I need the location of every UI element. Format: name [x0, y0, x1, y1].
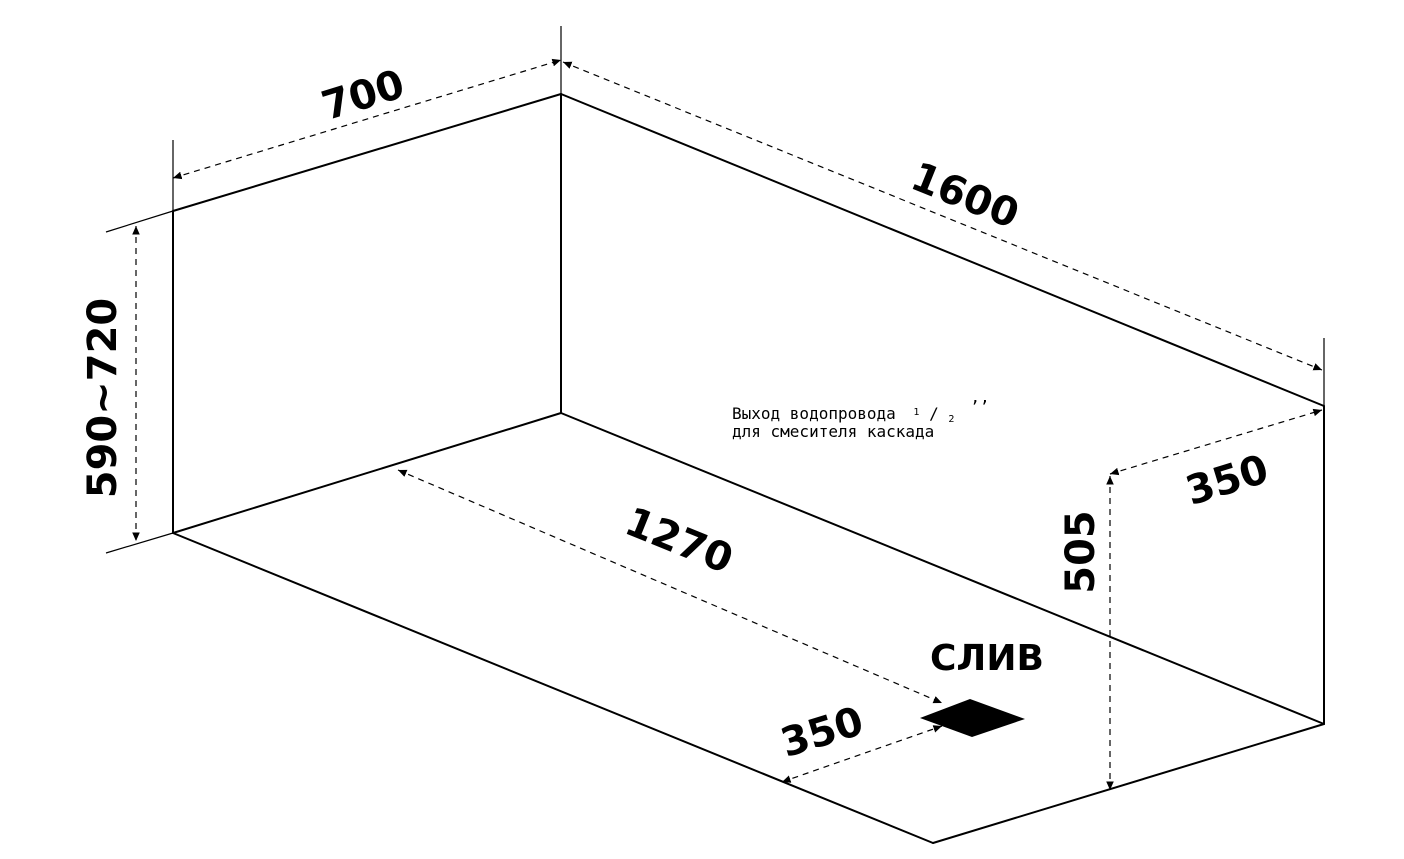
inlet-fraction-slash: /: [929, 404, 939, 423]
dimension-label-505: 505: [1058, 510, 1104, 594]
inlet-note-line2: для смесителя каскада: [732, 422, 934, 441]
water-inlet-note: Выход водопровода 1 / 2 ’’ для смесителя…: [732, 397, 989, 441]
edge-bottom-back-right: [560, 412, 1325, 725]
inlet-fraction-denominator: 2: [948, 414, 954, 425]
dimension-label-1270: 1270: [619, 499, 739, 583]
edge-bottom-front-right: [932, 723, 1325, 844]
drain-icon: [920, 699, 1025, 737]
dimension-line-350-side: [1109, 408, 1323, 476]
bathtub-outline: [172, 93, 1325, 844]
drain-label: СЛИВ: [930, 638, 1044, 679]
inlet-fraction-numerator: 1: [913, 407, 919, 418]
extension-height-top: [105, 210, 174, 233]
dimension-line-1270: [397, 469, 943, 704]
extension-lines: [105, 26, 1325, 554]
dimension-lines: [132, 58, 1323, 790]
inlet-inch-mark: ’’: [970, 397, 989, 416]
edge-bottom-front-left: [172, 532, 934, 844]
dimension-line-700: [172, 58, 562, 180]
extension-height-bottom: [105, 532, 174, 554]
dimension-label-height: 590~720: [80, 298, 126, 499]
inlet-note-line1: Выход водопровода 1 / 2 ’’: [732, 397, 989, 426]
edge-bottom-back-left: [172, 412, 562, 534]
dimension-label-700: 700: [317, 61, 410, 129]
dimension-line-1600: [562, 61, 1323, 371]
inlet-note-text: Выход водопровода: [732, 404, 896, 423]
dimension-label-350-side: 350: [1181, 446, 1274, 514]
edge-top-right: [560, 93, 1325, 407]
